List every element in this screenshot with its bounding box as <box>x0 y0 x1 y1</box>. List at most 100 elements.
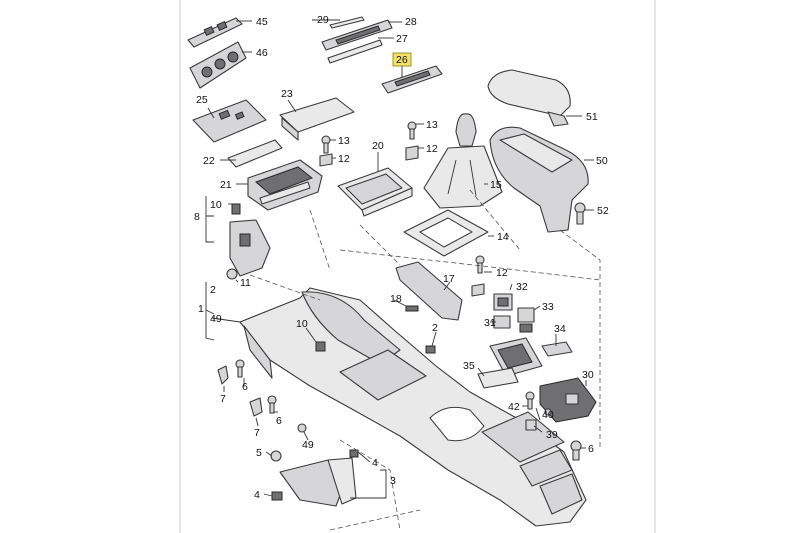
part-switch-31[interactable] <box>493 315 511 329</box>
part-bolt-52[interactable] <box>574 202 586 225</box>
part-screw-6-left[interactable] <box>235 359 245 378</box>
callout-10-upper[interactable]: 10 <box>210 199 222 211</box>
part-clip-4-lower[interactable] <box>271 491 283 501</box>
callout-50[interactable]: 50 <box>596 155 608 167</box>
callout-3[interactable]: 3 <box>390 475 396 487</box>
part-bracket-plate-25[interactable] <box>192 99 267 143</box>
callout-27[interactable]: 27 <box>396 33 408 45</box>
part-storage-tray-20[interactable] <box>337 167 413 217</box>
callout-40[interactable]: 40 <box>542 409 554 421</box>
part-switch-panel-35[interactable] <box>489 337 543 377</box>
part-armrest-base-50[interactable] <box>489 126 589 233</box>
callout-17[interactable]: 17 <box>443 273 455 285</box>
part-cap-7-upper[interactable] <box>217 365 229 385</box>
part-screw-49[interactable] <box>297 423 307 433</box>
part-clip-2[interactable] <box>425 345 436 354</box>
part-switch-32[interactable] <box>493 293 513 311</box>
callout-49-left[interactable]: 49 <box>210 313 222 325</box>
callout-31[interactable]: 31 <box>484 317 496 329</box>
callout-39[interactable]: 39 <box>546 429 558 441</box>
part-trim-strip-27[interactable] <box>327 39 383 64</box>
callout-7-upper[interactable]: 7 <box>220 393 226 405</box>
part-screw-42[interactable] <box>544 408 552 416</box>
callout-52[interactable]: 52 <box>597 205 609 217</box>
part-clip-10-lower[interactable] <box>315 341 326 352</box>
part-trim-strip-29[interactable] <box>329 16 365 29</box>
part-switch-33[interactable] <box>517 307 535 333</box>
callout-6-mid[interactable]: 6 <box>276 415 282 427</box>
part-nut-5[interactable] <box>270 450 282 462</box>
part-clip-39[interactable] <box>525 419 537 431</box>
part-cover-34[interactable] <box>541 341 573 357</box>
part-bracket-17[interactable] <box>395 261 463 321</box>
callout-46[interactable]: 46 <box>256 47 268 59</box>
part-gear-knob-15[interactable] <box>423 113 503 209</box>
part-bolt-12-lower[interactable] <box>475 255 485 274</box>
callout-15[interactable]: 15 <box>490 179 502 191</box>
callout-34[interactable]: 34 <box>554 323 566 335</box>
callout-11[interactable]: 11 <box>240 277 251 289</box>
callout-49-lower[interactable]: 49 <box>302 439 314 451</box>
part-switch-panel[interactable] <box>189 41 247 89</box>
callout-29[interactable]: 29 <box>317 14 329 26</box>
part-bolt-13-upper[interactable] <box>321 135 331 154</box>
part-storage-tray-28[interactable] <box>321 19 393 51</box>
part-clip-4-upper[interactable] <box>349 449 359 458</box>
callout-2-mid[interactable]: 2 <box>432 322 438 334</box>
part-strip-22[interactable] <box>227 139 283 168</box>
callout-26[interactable]: 26 <box>396 54 408 66</box>
part-armrest-lid-51[interactable] <box>487 69 571 127</box>
callout-4-upper[interactable]: 4 <box>372 457 378 469</box>
callout-20[interactable]: 20 <box>372 140 384 152</box>
part-screw-40[interactable] <box>525 391 535 410</box>
callout-33[interactable]: 33 <box>542 301 554 313</box>
callout-30[interactable]: 30 <box>582 369 594 381</box>
callout-1[interactable]: 1 <box>198 303 204 315</box>
callout-4-lower[interactable]: 4 <box>254 489 260 501</box>
callout-6-left[interactable]: 6 <box>242 381 248 393</box>
callout-25[interactable]: 25 <box>196 94 208 106</box>
callout-32[interactable]: 32 <box>516 281 528 293</box>
part-bracket-assembly-8[interactable] <box>229 219 271 277</box>
callout-12-lower[interactable]: 12 <box>496 267 508 279</box>
callout-7-lower[interactable]: 7 <box>254 427 260 439</box>
part-screw-6-right[interactable] <box>570 440 582 461</box>
callout-14[interactable]: 14 <box>497 231 509 243</box>
part-clip-12-mid[interactable] <box>405 145 419 161</box>
callout-28[interactable]: 28 <box>405 16 417 28</box>
part-module-30[interactable] <box>539 377 597 423</box>
callout-2-left[interactable]: 2 <box>210 284 216 296</box>
part-cap-7-lower[interactable] <box>249 397 263 417</box>
part-clip-12-upper[interactable] <box>319 153 333 167</box>
callout-22[interactable]: 22 <box>203 155 215 167</box>
callout-12-mid[interactable]: 12 <box>426 143 438 155</box>
callout-13-mid[interactable]: 13 <box>426 119 438 131</box>
callout-5[interactable]: 5 <box>256 447 262 459</box>
part-bolt-13-mid[interactable] <box>407 121 417 140</box>
callout-21[interactable]: 21 <box>220 179 232 191</box>
callout-51[interactable]: 51 <box>586 111 598 123</box>
part-control-unit-21[interactable] <box>247 159 323 211</box>
part-cover-panel-23[interactable] <box>279 97 355 141</box>
part-trim-35b[interactable] <box>477 367 519 389</box>
callout-42[interactable]: 42 <box>508 401 520 413</box>
part-shift-frame-14[interactable] <box>403 209 489 257</box>
part-nut-11[interactable] <box>226 268 238 280</box>
callout-10-lower[interactable]: 10 <box>296 318 308 330</box>
part-insert-26[interactable] <box>381 65 443 94</box>
part-clip-12-lower[interactable] <box>471 283 485 297</box>
callout-18[interactable]: 18 <box>390 293 402 305</box>
callout-12-upper[interactable]: 12 <box>338 153 350 165</box>
part-center-console-1[interactable] <box>239 287 587 527</box>
callout-45[interactable]: 45 <box>256 16 268 28</box>
callout-8[interactable]: 8 <box>194 211 200 223</box>
part-screw-6-mid[interactable] <box>267 395 277 414</box>
callout-6-right[interactable]: 6 <box>588 443 594 455</box>
callout-35[interactable]: 35 <box>463 360 475 372</box>
part-switch-frame[interactable] <box>187 17 243 48</box>
part-lower-bracket-3[interactable] <box>279 457 357 507</box>
callout-13-upper[interactable]: 13 <box>338 135 350 147</box>
callout-23[interactable]: 23 <box>281 88 293 100</box>
part-clip-10[interactable] <box>231 203 241 215</box>
part-screw-18[interactable] <box>405 305 419 312</box>
